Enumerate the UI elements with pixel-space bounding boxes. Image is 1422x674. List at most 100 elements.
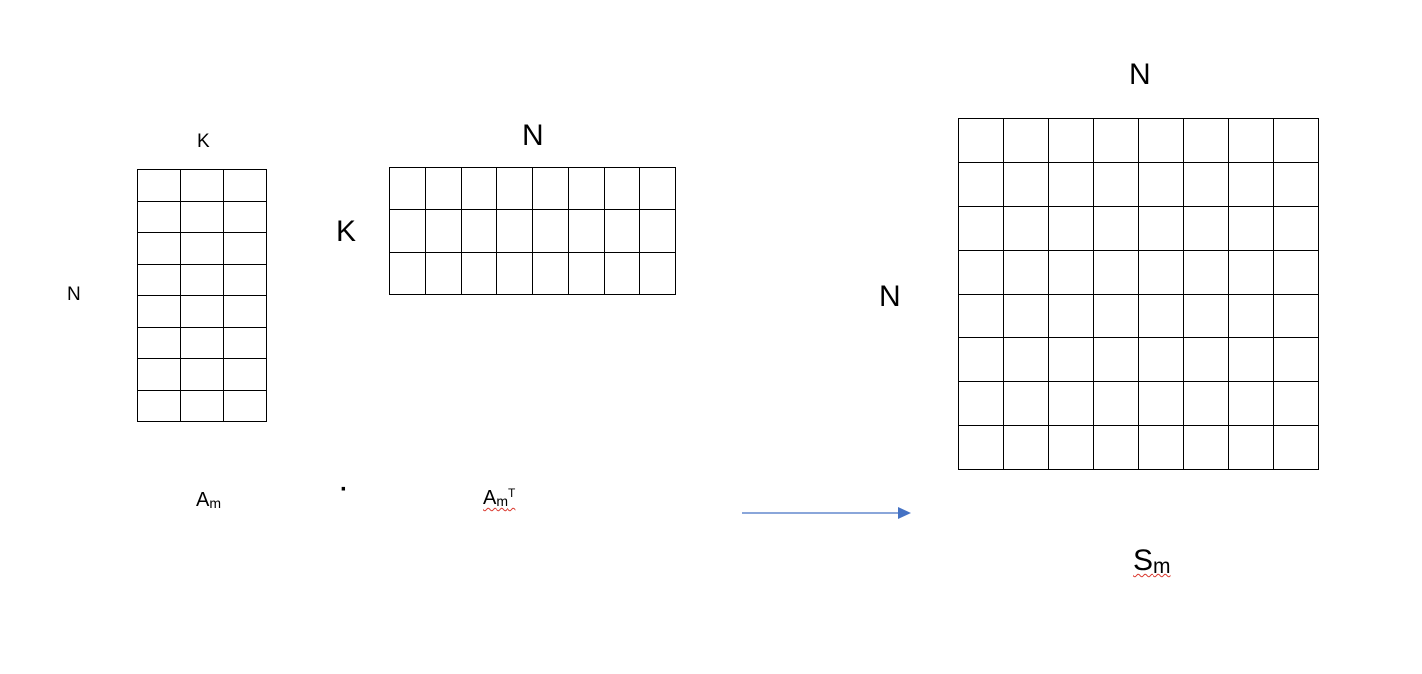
matrix-at-caption: AmT (483, 487, 515, 509)
matrix-cell (224, 296, 267, 328)
matrix-cell (1049, 119, 1094, 163)
matrix-cell (138, 390, 181, 422)
matrix-a-caption-sub: m (209, 495, 222, 512)
matrix-cell (1274, 206, 1319, 251)
matrix-cell (1229, 382, 1274, 427)
matrix-cell (640, 252, 676, 295)
matrix-cell (461, 168, 498, 211)
matrix-cell (181, 201, 224, 233)
matrix-cell (1049, 338, 1094, 383)
matrix-cell (1184, 250, 1229, 295)
matrix-cell (1274, 426, 1319, 470)
matrix-cell (138, 327, 181, 359)
matrix-s-grid (958, 118, 1319, 470)
matrix-cell (959, 119, 1004, 163)
matrix-cell (1139, 338, 1184, 383)
matrix-cell (1229, 338, 1274, 383)
matrix-cell (1094, 382, 1139, 427)
matrix-cell (224, 201, 267, 233)
matrix-cell (138, 201, 181, 233)
matrix-s-caption: Sm (1133, 544, 1171, 579)
matrix-cell (1004, 338, 1049, 383)
matrix-cell (640, 168, 676, 211)
matrix-cell (1139, 206, 1184, 251)
matrix-cell (390, 252, 426, 295)
matrix-cell (181, 390, 224, 422)
matrix-cell (604, 210, 641, 253)
matrix-cell (181, 264, 224, 296)
matrix-cell (959, 426, 1004, 470)
matrix-a-grid (137, 169, 267, 422)
matrix-cell (138, 264, 181, 296)
matrix-cell (1094, 250, 1139, 295)
matrix-s-caption-sub: m (1153, 555, 1171, 579)
matrix-cell (1184, 382, 1229, 427)
matrix-cell (181, 296, 224, 328)
matrix-at-caption-sup: T (508, 486, 516, 501)
matrix-cell (1094, 162, 1139, 207)
matrix-at-col-label: N (522, 119, 544, 152)
matrix-cell (604, 168, 641, 211)
matrix-cell (1049, 294, 1094, 339)
matrix-cell (1004, 119, 1049, 163)
matrix-cell (1184, 426, 1229, 470)
matrix-a-caption-base: A (196, 489, 210, 511)
matrix-cell (181, 359, 224, 391)
matrix-cell (1184, 162, 1229, 207)
matrix-cell (568, 210, 605, 253)
matrix-cell (1004, 294, 1049, 339)
matrix-cell (138, 233, 181, 265)
matrix-cell (1229, 294, 1274, 339)
matrix-cell (568, 252, 605, 295)
matrix-at-row-label: K (336, 215, 357, 248)
matrix-cell (1004, 250, 1049, 295)
matrix-cell (959, 162, 1004, 207)
matrix-cell (390, 168, 426, 211)
matrix-s-caption-text: Sm (1133, 544, 1171, 579)
matrix-cell (1004, 426, 1049, 470)
matrix-cell (1004, 206, 1049, 251)
matrix-cell (1184, 119, 1229, 163)
matrix-cell (1139, 382, 1184, 427)
matrix-cell (1274, 382, 1319, 427)
matrix-cell (497, 210, 533, 253)
matrix-cell (224, 170, 267, 202)
matrix-cell (1004, 382, 1049, 427)
matrix-cell (138, 296, 181, 328)
matrix-cell (1184, 338, 1229, 383)
matrix-cell (425, 168, 462, 211)
matrix-a-caption: Am (196, 490, 221, 510)
matrix-a-row-label: N (67, 284, 81, 305)
matrix-cell (1229, 119, 1274, 163)
matrix-cell (224, 233, 267, 265)
matrix-cell (533, 168, 569, 211)
matrix-cell (224, 264, 267, 296)
matrix-cell (425, 252, 462, 295)
matrix-cell (1139, 426, 1184, 470)
matrix-cell (1139, 119, 1184, 163)
matrix-at-caption-text: AmT (483, 487, 515, 509)
matrix-cell (959, 250, 1004, 295)
matrix-cell (533, 210, 569, 253)
matrix-cell (1184, 206, 1229, 251)
matrix-cell (497, 168, 533, 211)
matrix-cell (959, 294, 1004, 339)
matrix-cell (138, 359, 181, 391)
result-arrow (742, 507, 911, 519)
matrix-cell (533, 252, 569, 295)
matrix-cell (224, 390, 267, 422)
matrix-cell (1229, 426, 1274, 470)
matrix-cell (138, 170, 181, 202)
multiplication-dot: · (340, 476, 348, 503)
matrix-cell (1049, 250, 1094, 295)
matrix-cell (1274, 119, 1319, 163)
matrix-a-col-label: K (197, 131, 210, 152)
matrix-cell (640, 210, 676, 253)
matrix-cell (1184, 294, 1229, 339)
matrix-cell (1049, 426, 1094, 470)
matrix-cell (1229, 250, 1274, 295)
matrix-cell (1094, 338, 1139, 383)
matrix-cell (959, 338, 1004, 383)
matrix-cell (497, 252, 533, 295)
matrix-cell (1049, 206, 1094, 251)
